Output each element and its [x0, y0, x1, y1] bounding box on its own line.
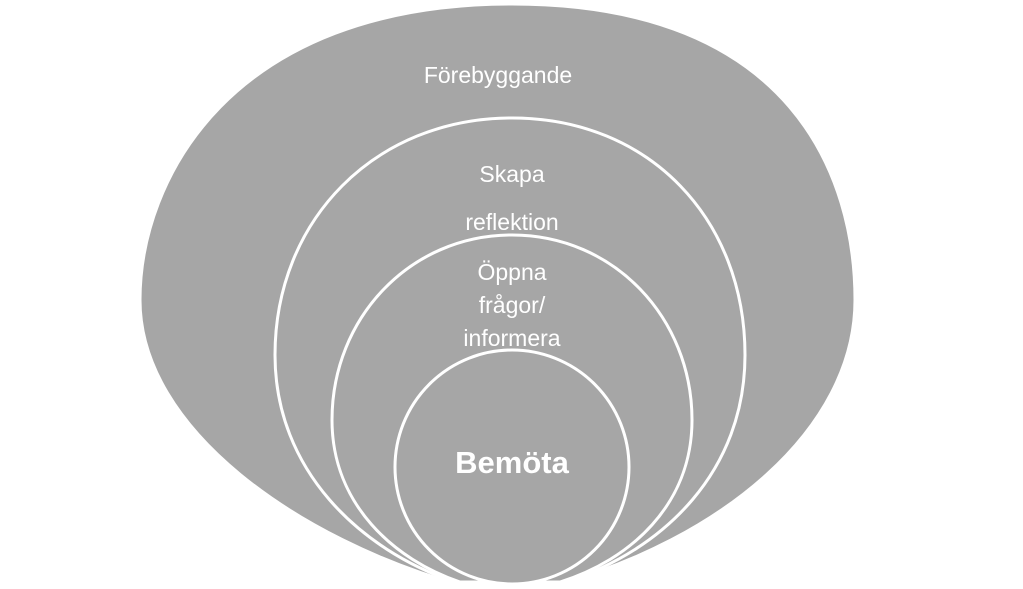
label-line: informera: [463, 325, 561, 351]
label-bemota: Bemöta: [362, 445, 662, 480]
label-oppna-fragor-informera: Öppna frågor/ informera: [362, 256, 662, 355]
label-line: Förebyggande: [423, 62, 573, 88]
label-forebyggande: Förebyggande: [348, 60, 648, 90]
inner-circle-respond: [393, 348, 631, 586]
label-line: Bemöta: [455, 445, 569, 480]
label-line: frågor/: [478, 292, 546, 318]
label-skapa-reflektion: Skapa reflektion: [362, 150, 662, 246]
label-line: Skapa: [479, 161, 545, 187]
label-line: Öppna: [477, 259, 547, 285]
label-line: reflektion: [465, 209, 559, 235]
